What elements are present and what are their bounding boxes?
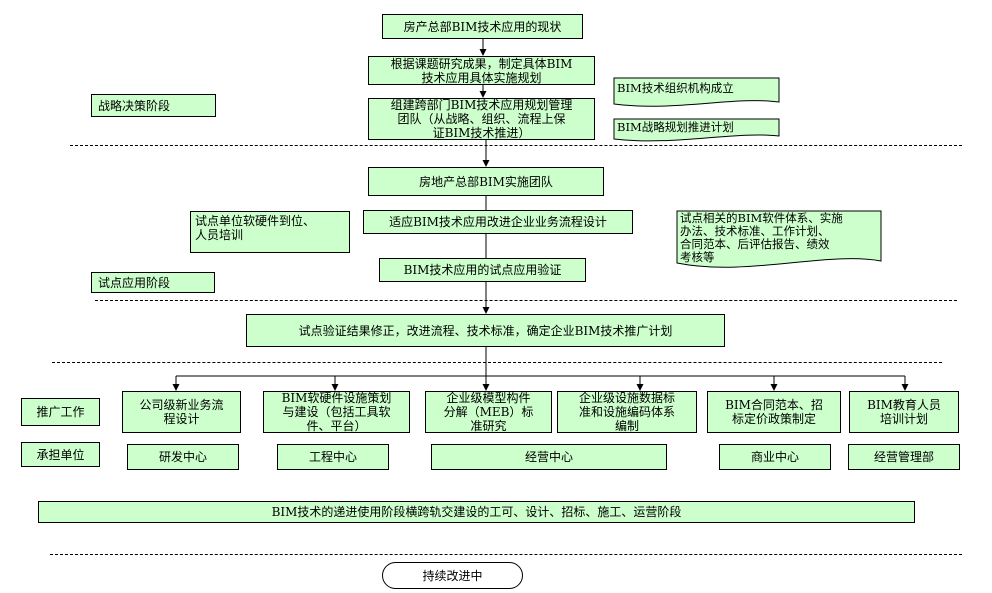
- note-shape: [676, 210, 882, 268]
- note-org-established: BIM技术组织机构成立: [613, 77, 780, 108]
- note-strategy-plan: BIM战略规划推进计划: [613, 118, 780, 143]
- note-pilot-system: 试点相关的BIM软件体系、实施 办法、技术标准、工作计划、 合同范本、后评估报告…: [676, 210, 882, 269]
- separator-1: [70, 145, 962, 146]
- unit-engineering-center: 工程中心: [277, 444, 389, 470]
- unit-operations-center: 经营中心: [431, 444, 667, 470]
- stage-promotion: 推广工作: [21, 398, 100, 426]
- progressive-use-bar: BIM技术的递进使用阶段横跨轨交建设的工可、设计、招标、施工、运营阶段: [38, 501, 915, 523]
- unit-commercial-center: 商业中心: [719, 444, 831, 470]
- box-implementation-plan: 根据课题研究成果，制定具体BIM 技术应用具体实施规划: [368, 56, 595, 85]
- separator-3: [52, 362, 942, 363]
- note-shape: [613, 77, 780, 107]
- task-training-plan: BIM教育人员 培训计划: [849, 391, 959, 433]
- task-contract-policy: BIM合同范本、招 标定价政策制定: [707, 391, 841, 433]
- task-meb-standard: 企业级模型构件 分解（MEB）标 准研究: [425, 391, 552, 433]
- box-promotion-plan: 试点验证结果修正，改进流程、技术标准，确定企业BIM技术推广计划: [246, 314, 725, 347]
- note-plan-text: BIM战略规划推进计划: [617, 120, 734, 134]
- box-process-design: 适应BIM技术应用改进企业业务流程设计: [363, 210, 633, 234]
- task-facility-coding: 企业级设施数据标 准和设施编码体系 编制: [557, 391, 697, 433]
- box-pilot-verification: BIM技术应用的试点应用验证: [379, 258, 586, 282]
- task-hardware-software: BIM软硬件设施策划 与建设（包括工具软 件、平台）: [263, 391, 410, 433]
- note-pilot-system-text: 试点相关的BIM软件体系、实施 办法、技术标准、工作计划、 合同范本、后评估报告…: [680, 211, 843, 264]
- task-business-process: 公司级新业务流 程设计: [122, 391, 241, 433]
- box-current-status: 房产总部BIM技术应用的现状: [382, 14, 583, 39]
- stage-owner: 承担单位: [21, 442, 100, 467]
- box-implementation-team: 房地产总部BIM实施团队: [368, 167, 604, 196]
- note-shape: [613, 118, 780, 142]
- box-planning-team: 组建跨部门BIM技术应用规划管理 团队（从战略、组织、流程上保 证BIM技术推进…: [368, 98, 595, 140]
- unit-operations-management: 经营管理部: [848, 444, 960, 470]
- separator-4: [50, 554, 962, 555]
- unit-rd-center: 研发中心: [127, 444, 239, 470]
- stage-pilot: 试点应用阶段: [91, 272, 215, 293]
- note-org-text: BIM技术组织机构成立: [617, 81, 734, 95]
- note-pilot-hardware: 试点单位软硬件到位、 人员培训: [190, 211, 350, 253]
- stage-decision: 战略决策阶段: [91, 94, 216, 117]
- separator-2: [95, 300, 957, 301]
- continuous-improvement: 持续改进中: [382, 562, 523, 589]
